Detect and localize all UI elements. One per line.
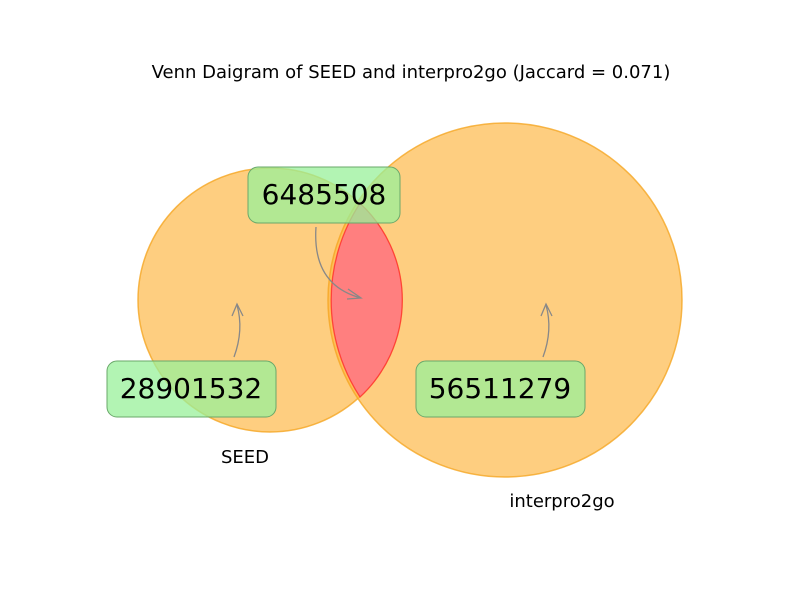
arrowhead-seed-only [231,302,244,317]
count-seed-only: 28901532 [120,372,263,405]
chart-title: Venn Daigram of SEED and interpro2go (Ja… [152,62,671,83]
intersection-region [330,202,403,399]
arrow-intersection [315,226,362,299]
set-label-interpro2go: interpro2go [509,491,614,512]
count-intersection: 6485508 [262,178,387,211]
arrow-interpro2go-only [542,304,550,358]
arrowhead-interpro2go-only [540,302,553,317]
arrowhead-intersection [346,288,363,300]
arrow-seed-only [233,304,241,358]
count-box-seed-only [106,360,277,418]
count-box-interpro2go-only [415,360,586,418]
set-label-seed: SEED [221,447,269,468]
count-interpro2go-only: 56511279 [429,372,572,405]
count-box-intersection [247,166,401,224]
